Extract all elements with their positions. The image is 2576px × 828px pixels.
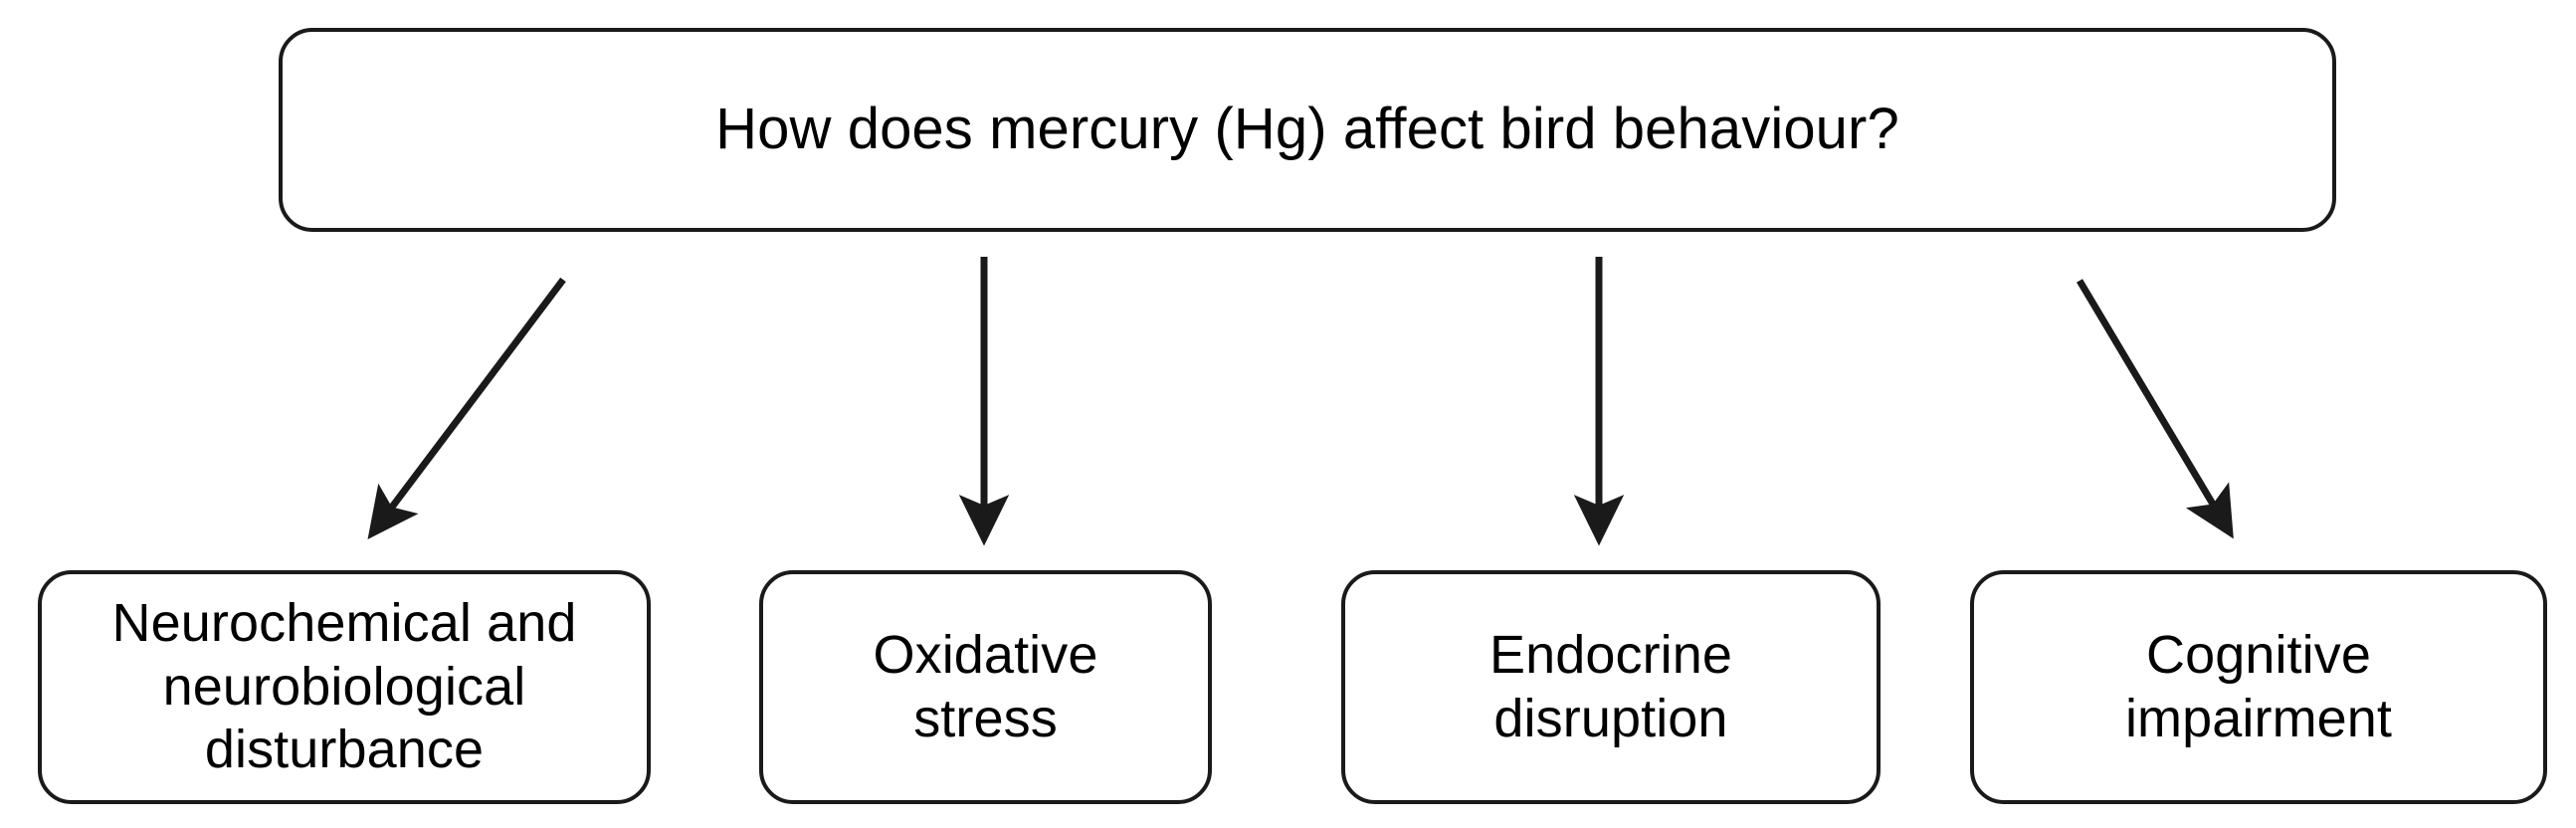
question-box-label: How does mercury (Hg) affect bird behavi… (715, 97, 1899, 162)
outcome-box-oxidative: Oxidative stress (759, 570, 1212, 804)
outcome-box-cognitive-label: Cognitive impairment (2124, 624, 2393, 748)
outcome-box-neurochemical-label: Neurochemical and neurobiological distur… (111, 592, 577, 780)
outcome-box-endocrine: Endocrine disruption (1341, 570, 1881, 804)
outcome-box-cognitive: Cognitive impairment (1970, 570, 2547, 804)
outcome-box-endocrine-label: Endocrine disruption (1488, 624, 1733, 748)
outcome-box-oxidative-label: Oxidative stress (873, 624, 1098, 748)
arrow-question-to-neurochemical (367, 277, 566, 539)
outcome-box-neurochemical: Neurochemical and neurobiological distur… (38, 570, 651, 804)
arrow-question-to-cognitive (2076, 279, 2234, 539)
question-box: How does mercury (Hg) affect bird behavi… (279, 28, 2336, 232)
